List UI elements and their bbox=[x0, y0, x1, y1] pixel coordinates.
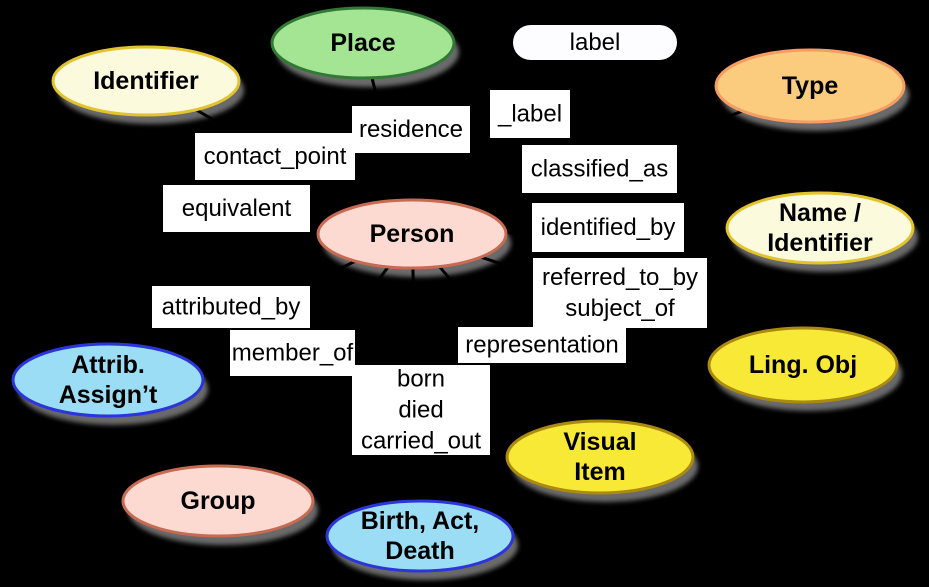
prop-label-line: classified_as bbox=[531, 156, 668, 183]
node-ellipse-identifier bbox=[51, 45, 241, 117]
node-label-line: Identifier bbox=[93, 67, 199, 95]
node-label-line: Assign’t bbox=[59, 381, 158, 409]
node-label-line: Death bbox=[385, 537, 454, 565]
property-box-attributed-by bbox=[152, 286, 310, 328]
node-label: Name /Identifier bbox=[767, 199, 873, 257]
property-box-contact-point bbox=[195, 133, 355, 180]
node-ellipse-type bbox=[714, 48, 906, 124]
property-box-identified-by bbox=[532, 203, 684, 252]
node-label-line: Identifier bbox=[767, 229, 873, 257]
node-label-line: Attrib. bbox=[71, 351, 145, 379]
property-box-underscore-label bbox=[490, 90, 570, 138]
node-label-line: Birth, Act, bbox=[361, 507, 480, 535]
node-label-line: Type bbox=[782, 72, 839, 100]
node-label-line: Item bbox=[574, 458, 625, 486]
property-label-layer: label residence _label contact_point classif… bbox=[152, 25, 707, 455]
prop-label: identified_by bbox=[541, 214, 676, 241]
prop-label-line: equivalent bbox=[182, 195, 292, 222]
node-ellipse-visual-item bbox=[505, 419, 695, 495]
node-label-line: Visual bbox=[563, 428, 636, 456]
node-label: Identifier bbox=[93, 67, 199, 95]
prop-label-line: born bbox=[397, 366, 445, 393]
property-box-born-died-carried bbox=[352, 365, 490, 455]
prop-label: referred_to_by subject_of bbox=[542, 264, 698, 322]
property-box-residence bbox=[352, 106, 470, 153]
node-label: Attrib.Assign’t bbox=[59, 351, 158, 409]
node-label-line: Place bbox=[330, 29, 395, 57]
literal-node-label bbox=[513, 25, 677, 60]
prop-label-line: referred_to_by bbox=[542, 264, 698, 291]
node-label-line: Ling. Obj bbox=[749, 351, 857, 379]
prop-label-line: identified_by bbox=[541, 214, 676, 241]
property-box-classified-as bbox=[522, 145, 677, 193]
prop-label-line: carried_out bbox=[361, 428, 481, 455]
prop-label: representation bbox=[465, 332, 618, 359]
node-label: Ling. Obj bbox=[749, 351, 857, 379]
prop-label: residence bbox=[359, 116, 463, 143]
prop-label-line: died bbox=[398, 397, 443, 424]
prop-label-line: representation bbox=[465, 332, 618, 359]
node-ellipse-attrib-assignt bbox=[11, 342, 205, 418]
node-ellipse-place bbox=[270, 6, 456, 80]
node-ellipse-birth-act-death bbox=[325, 499, 515, 573]
node-ellipse-ling-obj bbox=[707, 326, 899, 404]
node-label: Birth, Act,Death bbox=[361, 507, 480, 565]
node-label: Type bbox=[782, 72, 839, 100]
node-label-line: Person bbox=[370, 220, 455, 248]
property-box-referred-subject bbox=[533, 258, 707, 328]
node-ellipse-name-identifier bbox=[725, 191, 915, 265]
prop-label-line: contact_point bbox=[204, 143, 347, 170]
prop-label: _label bbox=[497, 101, 562, 128]
prop-label-line: subject_of bbox=[565, 295, 675, 322]
property-box-member-of bbox=[230, 330, 355, 376]
prop-label: born died carried_out bbox=[361, 366, 481, 455]
node-ellipse-person bbox=[316, 198, 508, 270]
property-box-representation bbox=[458, 327, 626, 363]
literal-label: label bbox=[570, 29, 621, 56]
prop-label-line: attributed_by bbox=[162, 294, 301, 321]
prop-label-line: residence bbox=[359, 116, 463, 143]
node-label: Person bbox=[370, 220, 455, 248]
property-box-equivalent bbox=[163, 185, 310, 232]
node-ellipse-group bbox=[121, 464, 315, 538]
prop-label: member_of bbox=[232, 340, 354, 367]
prop-label-line: member_of bbox=[232, 340, 354, 367]
node-label: Group bbox=[181, 487, 256, 515]
prop-label-line: _label bbox=[497, 101, 562, 128]
node-label-line: Group bbox=[181, 487, 256, 515]
literal-label-line: label bbox=[570, 29, 621, 56]
prop-label: equivalent bbox=[182, 195, 292, 222]
prop-label: contact_point bbox=[204, 143, 347, 170]
node-label-line: Name / bbox=[779, 199, 861, 227]
prop-label: classified_as bbox=[531, 156, 668, 183]
prop-label: attributed_by bbox=[162, 294, 301, 321]
node-label: Place bbox=[330, 29, 395, 57]
